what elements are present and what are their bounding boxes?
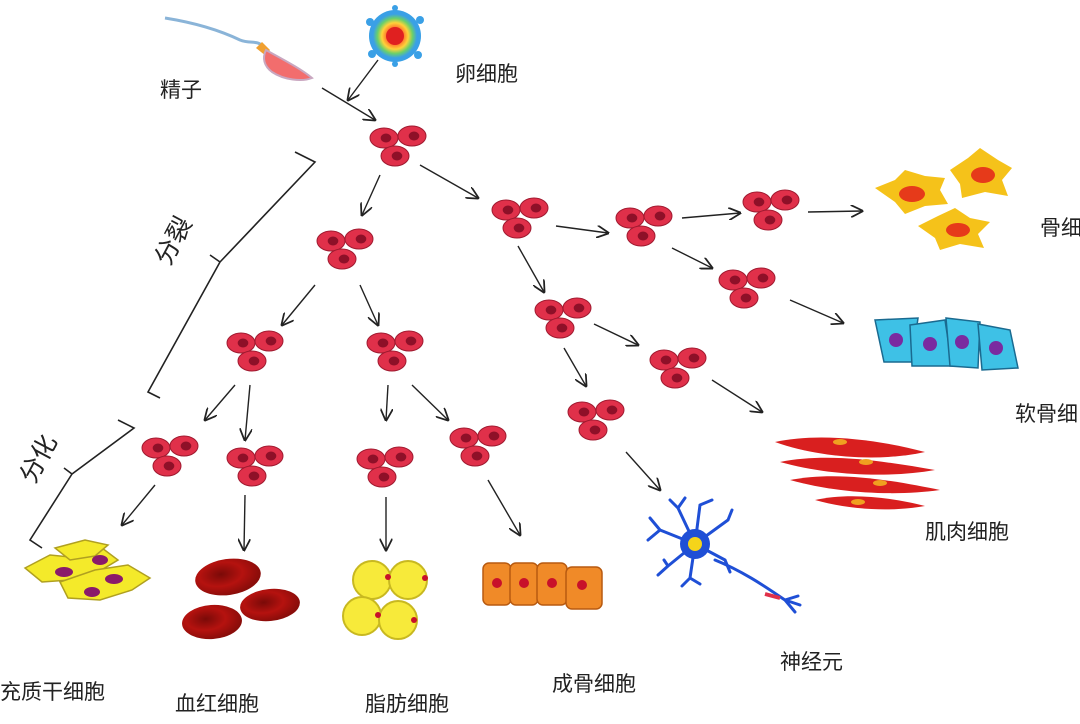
fat-cells (342, 560, 428, 640)
sperm-illustration (164, 16, 314, 81)
arrows (122, 59, 862, 550)
arrow-19 (789, 299, 843, 323)
arrow-10 (411, 384, 448, 420)
arrow-17 (807, 211, 862, 212)
label-fat: 脂肪细胞 (365, 692, 449, 716)
arrow-15 (555, 226, 608, 233)
cell-cluster-5 (141, 435, 199, 477)
cell-cluster-6 (226, 445, 284, 487)
label-egg: 卵细胞 (455, 62, 518, 86)
cell-cluster-8 (449, 425, 507, 467)
arrow-3 (362, 174, 381, 215)
osteoblast-cells (482, 562, 603, 610)
arrow-20 (517, 245, 544, 292)
mesenchymal-cells (23, 539, 152, 601)
arrow-12 (244, 494, 245, 550)
arrow-24 (625, 451, 660, 490)
arrow-14 (487, 479, 520, 535)
label-cartilage: 软骨细 (1015, 402, 1078, 426)
cell-cluster-12 (534, 297, 592, 339)
arrow-7 (205, 384, 236, 420)
label-neuron: 神经元 (780, 650, 843, 674)
arrow-22 (563, 347, 586, 386)
label-osteoblast: 成骨细胞 (552, 672, 636, 696)
bone-cells (875, 148, 1012, 250)
cartilage-cells (874, 317, 1019, 371)
red-blood-cells (182, 558, 300, 640)
arrow-18 (671, 247, 712, 268)
label-sperm: 精子 (160, 78, 202, 102)
egg-illustration (366, 5, 424, 67)
cell-cluster-11 (742, 189, 800, 231)
arrow-9 (386, 384, 388, 420)
label-stroma: 充质干细胞 (0, 680, 105, 704)
cell-cluster-14 (649, 347, 707, 389)
cell-cluster-13 (567, 399, 625, 441)
arrow-21 (593, 323, 638, 345)
division-bracket (146, 151, 317, 399)
arrow-1 (321, 87, 375, 120)
arrow-11 (122, 484, 156, 525)
label-bone: 骨细 (1040, 216, 1080, 240)
cell-cluster-1 (369, 125, 427, 167)
arrow-23 (711, 379, 762, 412)
arrow-8 (245, 384, 250, 440)
cell-cluster-9 (491, 197, 549, 239)
cell-cluster-7 (356, 446, 414, 488)
neuron-cell (646, 496, 802, 614)
arrow-6 (359, 284, 378, 325)
cell-clusters (141, 125, 800, 488)
arrow-16 (681, 213, 740, 218)
muscle-cells (775, 437, 940, 510)
cell-cluster-4 (366, 330, 424, 372)
cell-cluster-10 (615, 205, 673, 247)
arrow-5 (282, 284, 316, 325)
differentiation-bracket (28, 419, 136, 549)
cell-cluster-15 (718, 267, 776, 309)
label-muscle: 肌肉细胞 (925, 520, 1009, 544)
cell-cluster-3 (226, 330, 284, 372)
label-rbc: 血红细胞 (175, 692, 259, 716)
arrow-2 (348, 59, 379, 100)
arrow-4 (419, 164, 478, 198)
cell-cluster-2 (316, 228, 374, 270)
